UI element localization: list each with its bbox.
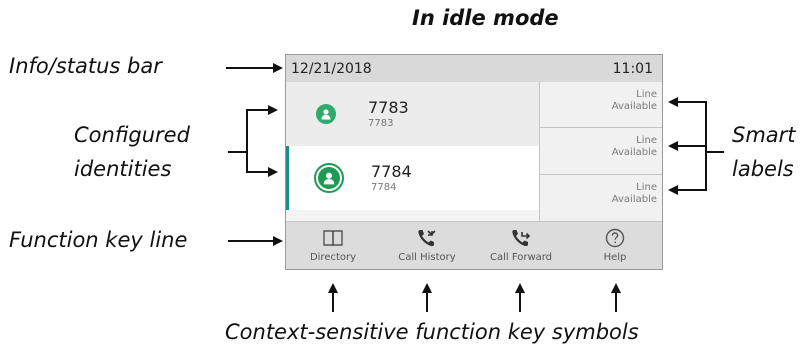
call-forward-button[interactable]: Call Forward (474, 222, 568, 269)
caption-smart-labels: Smart labels (732, 118, 796, 186)
identity-list-spacer (286, 210, 539, 221)
identity-number: 7783 (368, 98, 409, 118)
identity-subtext: 7784 (371, 181, 397, 193)
directory-label: Directory (309, 252, 357, 263)
caption-configured-line2: identities (74, 157, 172, 181)
diagram-title: In idle mode (412, 6, 559, 30)
smart-labels-bracket (705, 102, 724, 190)
smart-label-1[interactable]: Line Available (540, 82, 662, 129)
status-time: 11:01 (612, 60, 653, 77)
help-icon (605, 228, 625, 248)
identity-item-7783[interactable]: 7783 7783 (286, 82, 539, 146)
smart-label-3[interactable]: Line Available (540, 174, 662, 221)
smart-label-status: Available (611, 101, 657, 112)
smart-label-line: Line (636, 135, 657, 147)
function-key-line: Directory Call History Call Forward (286, 221, 662, 269)
call-history-icon (418, 230, 436, 247)
identity-number: 7784 (371, 162, 412, 182)
caption-status-bar: Info/status bar (9, 54, 162, 78)
caption-smart-line2: labels (732, 157, 794, 181)
call-forward-label: Call Forward (489, 252, 553, 263)
caption-context-symbols: Context-sensitive function key symbols (225, 320, 639, 344)
phone-screen: 12/21/2018 11:01 7783 7783 7784 7784 Lin… (285, 54, 663, 270)
user-avatar-icon (314, 163, 344, 193)
configured-identities-bracket (228, 110, 248, 172)
smart-label-status: Available (611, 193, 657, 205)
directory-button[interactable]: Directory (286, 222, 380, 269)
help-label: Help (603, 252, 627, 263)
smart-label-line: Line (636, 181, 657, 193)
caption-smart-line1: Smart (732, 123, 796, 147)
call-history-label: Call History (398, 252, 456, 263)
smart-label-line: Line (636, 89, 657, 100)
smart-labels-column: Line Available Line Available Line Avail… (539, 82, 662, 221)
smart-label-2[interactable]: Line Available (540, 128, 662, 175)
caption-function-key-line: Function key line (9, 228, 188, 252)
caption-configured-identities: Configured identities (74, 118, 190, 186)
book-icon (323, 230, 343, 247)
user-avatar-icon (316, 104, 336, 124)
call-forward-icon (512, 230, 531, 247)
smart-label-status: Available (611, 147, 657, 159)
identity-subtext: 7783 (368, 117, 394, 129)
help-button[interactable]: Help (568, 222, 662, 269)
caption-configured-line1: Configured (74, 123, 190, 147)
status-bar: 12/21/2018 11:01 (286, 55, 662, 82)
identity-item-7784[interactable]: 7784 7784 (286, 146, 539, 210)
call-history-button[interactable]: Call History (380, 222, 474, 269)
status-date: 12/21/2018 (291, 60, 372, 77)
